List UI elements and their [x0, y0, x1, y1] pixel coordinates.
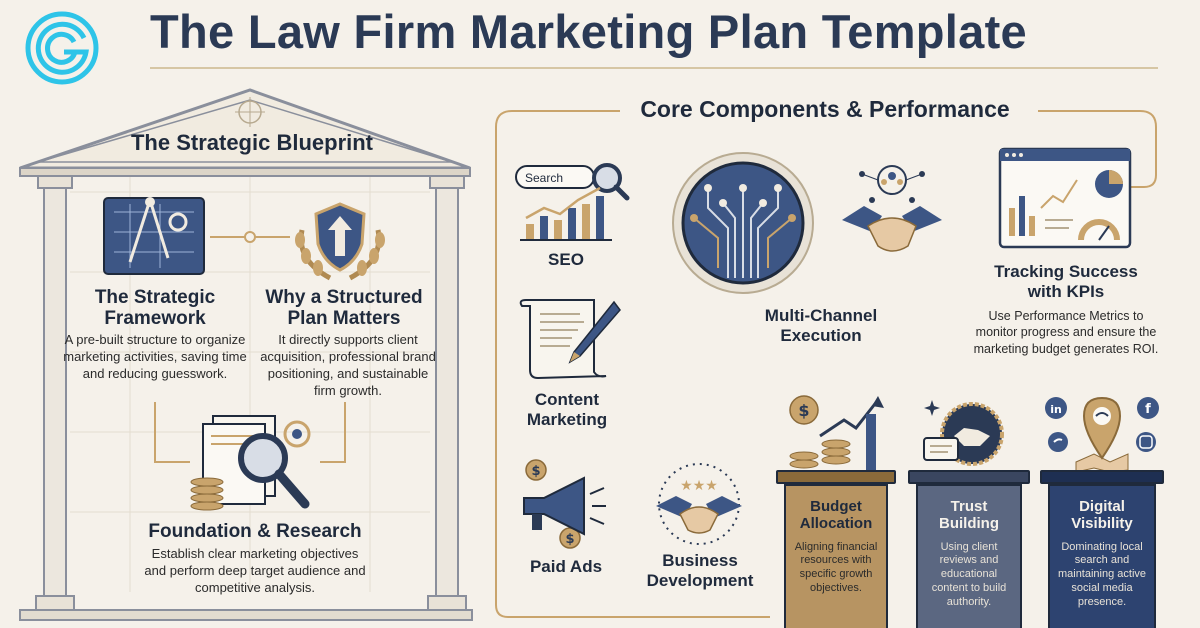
paid-ads-title: Paid Ads	[529, 557, 603, 576]
seo-search-label: Search	[525, 171, 564, 185]
trust-title: Trust Building	[939, 498, 999, 533]
bizdev-handshake-icon: ★★★	[656, 463, 742, 545]
seo-chart-icon	[515, 163, 630, 241]
circuit-brain-icon	[672, 152, 814, 294]
title-divider	[150, 67, 1158, 69]
framework-text: A pre-built structure to organize market…	[63, 332, 247, 381]
shield-arrow-icon	[295, 202, 385, 281]
svg-text:$: $	[798, 401, 809, 420]
svg-text:$: $	[531, 464, 540, 479]
why-text: It directly supports client acquisition,…	[260, 332, 436, 398]
multichannel-title: Multi-Channel Execution	[764, 306, 878, 345]
pedestal-cap-trust	[908, 470, 1030, 484]
tracking-title: Tracking Success with KPIs	[994, 262, 1138, 301]
digital-title: Digital Visibility	[1071, 498, 1133, 533]
blueprint-compass-icon	[103, 197, 205, 275]
svg-text:f: f	[1145, 402, 1151, 417]
pedestal-budget: Budget Allocation Aligning financial res…	[784, 484, 888, 628]
trust-badge-handshake-icon	[923, 400, 1004, 466]
budget-text: Aligning financial resources with specif…	[794, 540, 878, 594]
paid-ads-megaphone-icon: $ $	[523, 459, 606, 549]
pedestal-cap-budget	[776, 470, 896, 484]
svg-text:★★★: ★★★	[680, 478, 718, 494]
foundation-title: Foundation & Research	[148, 521, 362, 542]
content-quill-icon	[519, 299, 621, 380]
core-heading: Core Components & Performance	[640, 96, 1010, 122]
budget-title: Budget Allocation	[799, 498, 873, 533]
content-title: Content Marketing	[526, 390, 608, 429]
trust-text: Using client reviews and educational con…	[931, 540, 1007, 608]
pedestal-trust: Trust Building Using client reviews and …	[916, 484, 1022, 628]
research-magnifier-icon	[190, 415, 311, 511]
kpi-dashboard-icon	[998, 147, 1132, 249]
tracking-text: Use Performance Metrics to monitor progr…	[973, 309, 1159, 356]
bizdev-title: Business Development	[646, 551, 754, 590]
temple-frame	[19, 88, 473, 621]
page-title: The Law Firm Marketing Plan Template	[150, 5, 1027, 58]
pedestal-digital: Digital Visibility Dominating local sear…	[1048, 484, 1156, 628]
pedestal-cap-digital	[1040, 470, 1164, 484]
svg-text:in: in	[1050, 403, 1062, 416]
svg-text:$: $	[565, 532, 574, 547]
seo-title: SEO	[548, 250, 584, 269]
foundation-text: Establish clear marketing objectives and…	[144, 546, 366, 595]
digital-map-pin-icon: in f	[1045, 396, 1159, 472]
budget-coins-growth-icon: $	[789, 395, 884, 472]
blueprint-banner: The Strategic Blueprint	[130, 130, 374, 155]
why-title: Why a Structured Plan Matters	[265, 287, 423, 330]
digital-text: Dominating local search and maintaining …	[1057, 540, 1147, 608]
framework-title: The Strategic Framework	[94, 287, 216, 330]
components-frame	[495, 110, 1157, 618]
handshake-network-icon	[842, 165, 942, 252]
brand-logo-icon	[25, 11, 99, 85]
